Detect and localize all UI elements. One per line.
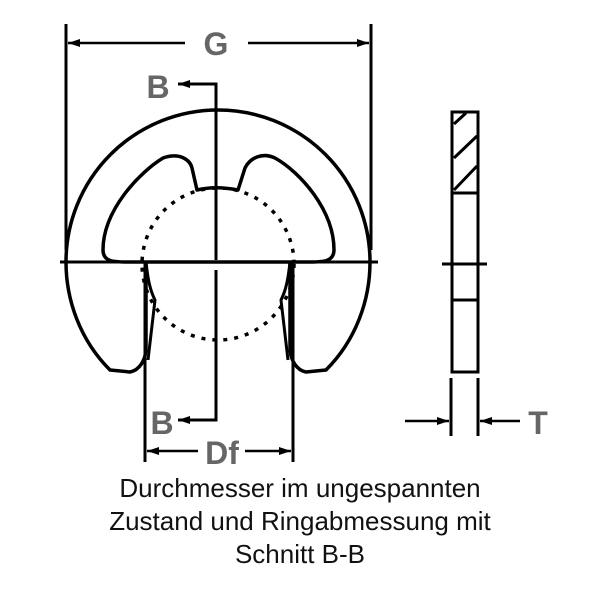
dimension-g: G xyxy=(64,24,373,250)
section-label-b-bottom: B xyxy=(150,405,173,441)
section-marker-bottom: B xyxy=(150,270,218,441)
e-ring-front-view xyxy=(64,108,372,374)
shaft-circle-dotted xyxy=(140,186,296,342)
section-label-b-top: B xyxy=(146,69,169,105)
dimension-df: Df xyxy=(143,262,295,471)
section-view xyxy=(442,110,487,374)
caption-line-3: Schnitt B-B xyxy=(234,539,366,569)
e-ring-inner-lugs xyxy=(144,261,292,361)
dimension-label-g: G xyxy=(204,26,229,62)
section-marker-top: B xyxy=(146,69,218,260)
caption-line-1: Durchmesser im ungespannten xyxy=(119,473,481,503)
figure-caption: Durchmesser im ungespannten Zustand und … xyxy=(0,472,600,571)
dimension-t: T xyxy=(405,378,548,441)
caption-line-2: Zustand und Ringabmessung mit xyxy=(109,506,491,536)
dimension-label-df: Df xyxy=(205,435,239,471)
dimension-label-t: T xyxy=(528,405,548,441)
